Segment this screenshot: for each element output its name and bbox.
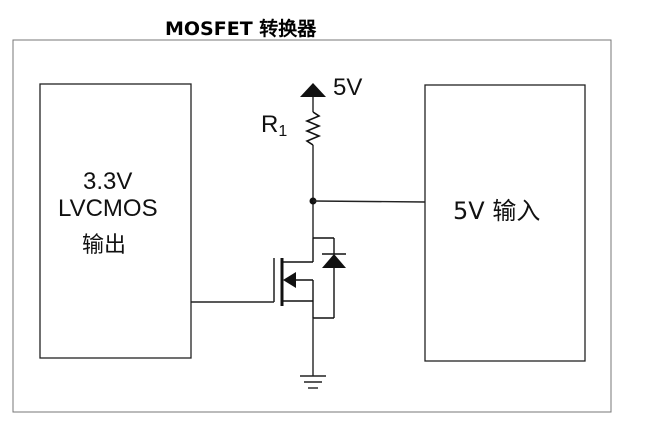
outer-frame [12, 39, 612, 413]
lvcmos-output-label: 输出 [82, 233, 127, 258]
supply-voltage-label: 5V [333, 74, 363, 101]
resistor-label: R1 [261, 111, 287, 141]
lvcmos-voltage-label: 3.3V [83, 168, 133, 195]
diagram-title: MOSFET 转换器 [165, 18, 317, 40]
resistor-r1 [304, 111, 322, 146]
body-diode [322, 254, 346, 268]
resistor-letter: R [261, 111, 279, 138]
input-5v-label: 5V 输入 [453, 197, 541, 225]
input-5v-block [424, 84, 586, 362]
lvcmos-output-block [39, 83, 192, 359]
resistor-index: 1 [278, 123, 288, 140]
lvcmos-label: LVCMOS [58, 195, 158, 222]
supply-arrow [300, 83, 326, 97]
ground-symbol [300, 375, 326, 389]
mosfet-arrow [283, 272, 296, 288]
output-wire [312, 200, 426, 203]
mosfet-symbol [273, 237, 335, 319]
